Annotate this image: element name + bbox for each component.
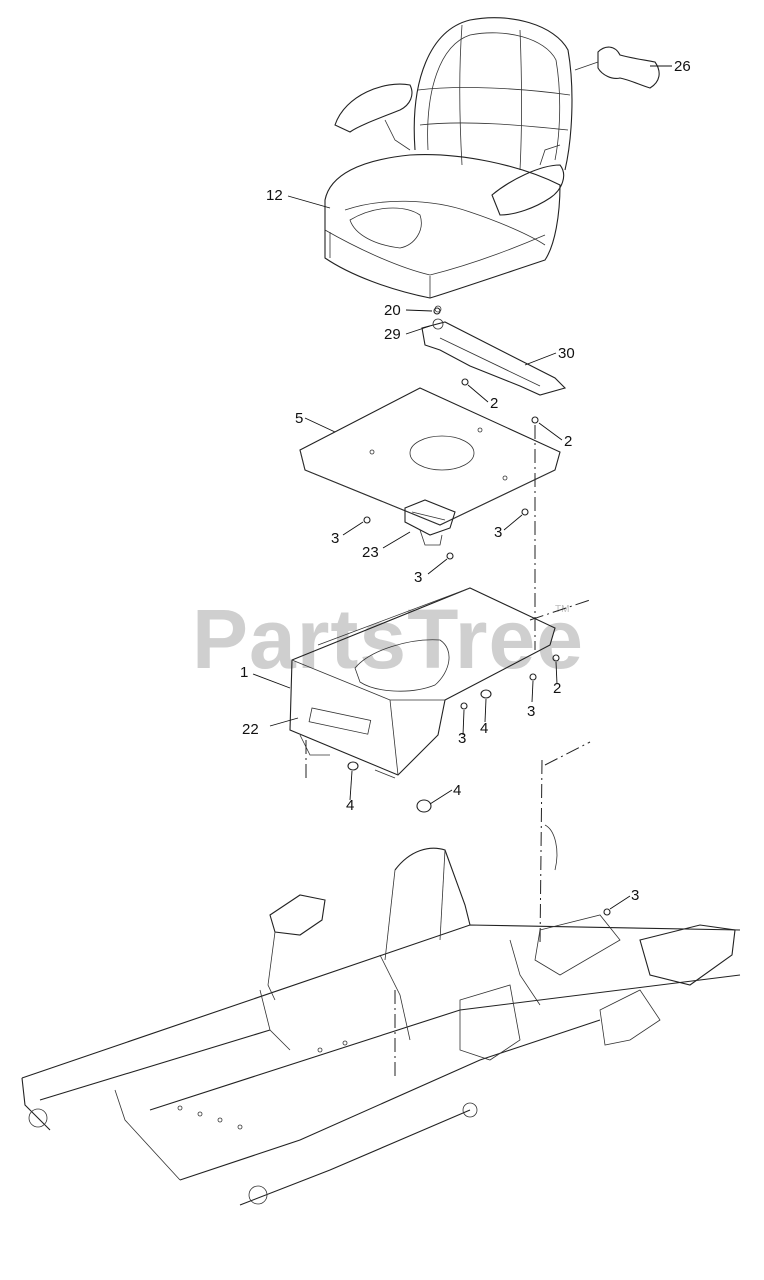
callout-1: 1 (240, 664, 248, 681)
chassis-frame (21, 824, 741, 1206)
callout-3-c: 3 (414, 569, 422, 586)
seat-plate (299, 387, 561, 546)
nut-3f (603, 908, 611, 916)
center-lines (305, 425, 591, 1080)
screw-2c (552, 654, 560, 662)
screw-2a (461, 378, 469, 386)
nut-3e (460, 702, 468, 710)
bushing-4b (347, 761, 359, 771)
seat-mount-frame (289, 587, 556, 779)
watermark: PartsTree TM (192, 592, 584, 686)
callout-3-e: 3 (458, 730, 466, 747)
bushing-4c (416, 799, 432, 813)
nut-3d (529, 673, 537, 681)
callout-2-c: 2 (553, 680, 561, 697)
callout-12: 12 (266, 187, 283, 204)
callout-22: 22 (242, 721, 259, 738)
screw-2b (531, 416, 539, 424)
slide-plate (421, 305, 567, 396)
callout-30: 30 (558, 345, 575, 362)
callout-26: 26 (674, 58, 691, 75)
callout-20: 20 (384, 302, 401, 319)
nut-3a (363, 516, 371, 524)
hardware (347, 307, 611, 916)
callout-29: 29 (384, 326, 401, 343)
callout-4-c: 4 (453, 782, 461, 799)
leader-lines (252, 65, 672, 910)
callout-23: 23 (362, 544, 379, 561)
callout-5: 5 (295, 410, 303, 427)
callout-4-a: 4 (480, 720, 488, 737)
nut-3b (521, 508, 529, 516)
callout-labels: 26 12 20 29 30 2 2 5 3 23 3 3 1 2 3 22 3… (240, 58, 691, 904)
callout-3-b: 3 (494, 524, 502, 541)
watermark-text: PartsTree (192, 592, 584, 686)
callout-3-d: 3 (527, 703, 535, 720)
bushing-4a (480, 689, 492, 699)
callout-3-f: 3 (631, 887, 639, 904)
callout-2-a: 2 (490, 395, 498, 412)
nut-3c (446, 552, 454, 560)
seat-assembly (324, 17, 660, 299)
callout-2-b: 2 (564, 433, 572, 450)
callout-3-a: 3 (331, 530, 339, 547)
screw-20 (433, 307, 441, 315)
callout-4-b: 4 (346, 797, 354, 814)
